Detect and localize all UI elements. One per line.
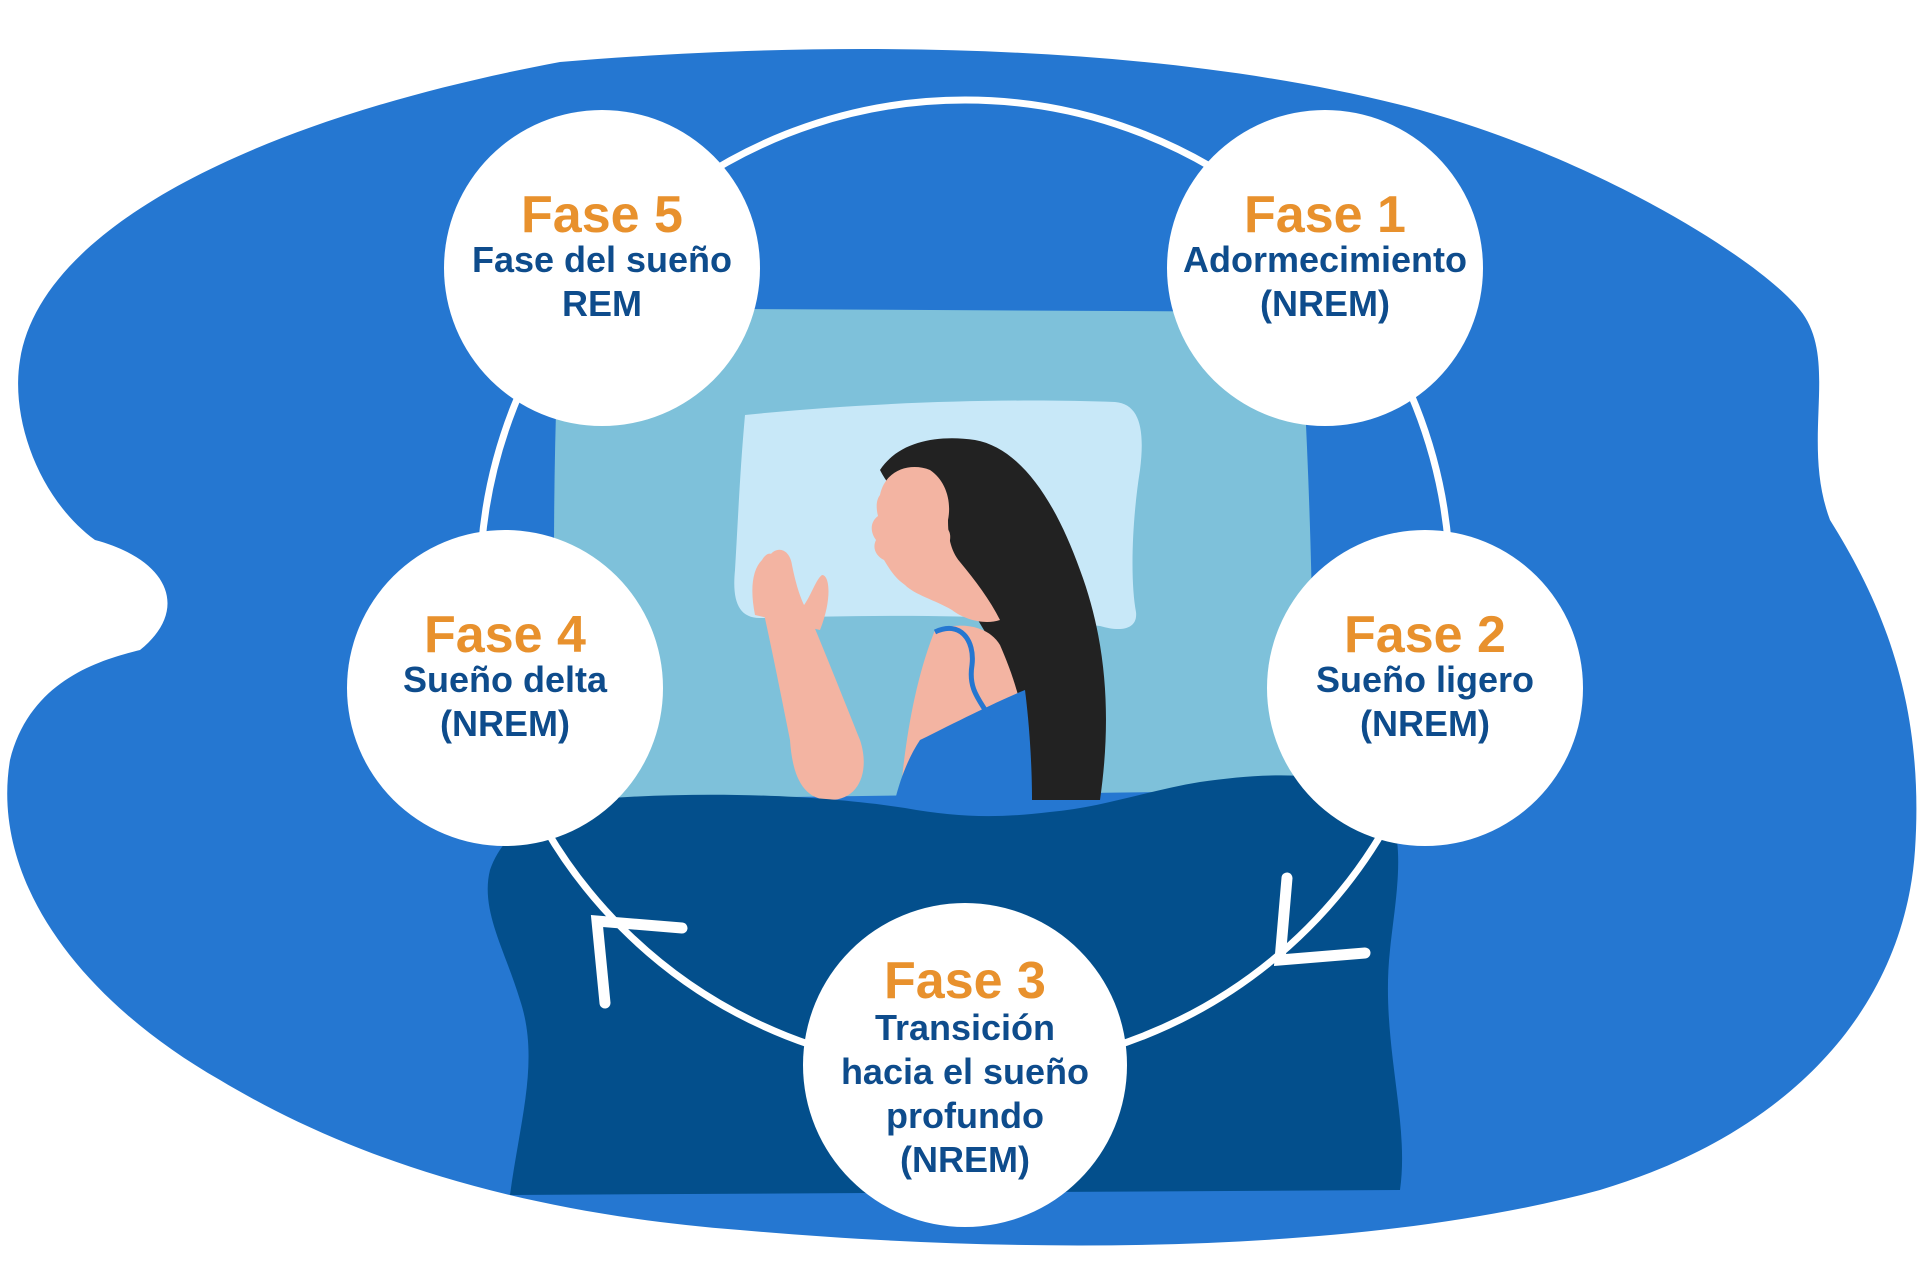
phase-title: Fase 5	[521, 186, 683, 244]
phase-description-line: (NREM)	[440, 703, 570, 744]
phase-description-line: profundo	[886, 1095, 1044, 1136]
phase-description-line: Transición	[875, 1007, 1055, 1048]
phase-title: Fase 4	[424, 606, 586, 664]
phase-description-line: (NREM)	[900, 1139, 1030, 1180]
phase-description-line: Adormecimiento	[1183, 239, 1467, 280]
phase-description-line: (NREM)	[1360, 703, 1490, 744]
phase-circle	[347, 530, 663, 846]
phase-title: Fase 1	[1244, 186, 1406, 244]
phase-description-line: (NREM)	[1260, 283, 1390, 324]
phase-description-line: hacia el sueño	[841, 1051, 1089, 1092]
sleeping-woman-icon	[752, 438, 1106, 800]
phase-title: Fase 2	[1344, 606, 1506, 664]
phase-description-line: REM	[562, 283, 642, 324]
arrow-up-icon	[590, 914, 688, 1009]
phase-title: Fase 3	[884, 952, 1046, 1010]
phase-circle	[1267, 530, 1583, 846]
phase-circle	[444, 110, 760, 426]
arrow-right-icon	[1273, 872, 1371, 967]
phase-description-line: Fase del sueño	[472, 239, 732, 280]
phase-circle	[1167, 110, 1483, 426]
phase-description-line: Sueño delta	[403, 659, 608, 700]
phase-description-line: Sueño ligero	[1316, 659, 1534, 700]
phase-circle	[803, 903, 1127, 1227]
